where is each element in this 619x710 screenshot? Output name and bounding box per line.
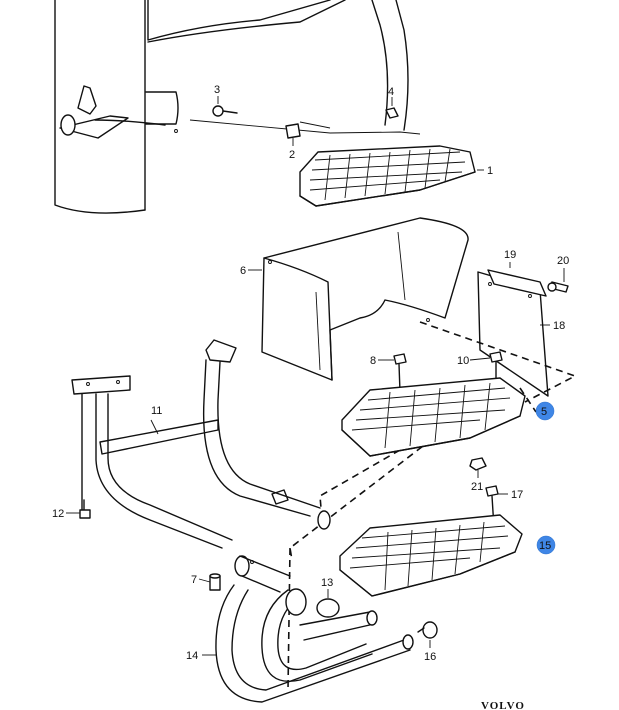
callout-1: 1 bbox=[487, 165, 493, 177]
callout-15-highlight[interactable] bbox=[536, 535, 556, 555]
bracket-19 bbox=[487, 269, 547, 297]
callout-12: 12 bbox=[52, 508, 64, 520]
callout-19: 19 bbox=[504, 249, 516, 261]
plug-7 bbox=[209, 573, 221, 591]
callout-8: 8 bbox=[370, 355, 376, 367]
volvo-logo: VOLVO bbox=[481, 700, 525, 710]
callout-2: 2 bbox=[289, 149, 295, 161]
callout-4: 4 bbox=[388, 86, 394, 98]
nut-4 bbox=[385, 107, 399, 119]
callout-15[interactable]: 15 bbox=[539, 540, 551, 552]
callout-7: 7 bbox=[191, 574, 197, 586]
bolt-10 bbox=[489, 351, 503, 381]
callout-16: 16 bbox=[424, 651, 436, 663]
bolt-12 bbox=[79, 499, 91, 519]
lower-step-15 bbox=[339, 514, 523, 597]
callout-10: 10 bbox=[457, 355, 469, 367]
callout-20: 20 bbox=[557, 255, 569, 267]
callout-5-highlight[interactable] bbox=[535, 401, 555, 421]
plug-16 bbox=[417, 621, 438, 639]
callout-6: 6 bbox=[240, 265, 246, 277]
leader-lines bbox=[66, 96, 565, 656]
callout-13: 13 bbox=[321, 577, 333, 589]
callout-17: 17 bbox=[511, 489, 523, 501]
middle-step-5 bbox=[341, 377, 526, 457]
cap-13 bbox=[316, 598, 340, 618]
callout-21: 21 bbox=[471, 481, 483, 493]
callout-14: 14 bbox=[186, 650, 198, 662]
callout-labels: 1 2 3 4 6 19 20 18 8 10 11 12 7 13 14 16… bbox=[52, 84, 569, 663]
nut-21 bbox=[469, 457, 487, 471]
callout-18: 18 bbox=[553, 320, 565, 332]
splash-shield-6 bbox=[261, 217, 469, 381]
callout-11: 11 bbox=[151, 405, 162, 417]
bolt-3 bbox=[212, 105, 238, 117]
clip-2 bbox=[285, 123, 301, 139]
callout-3: 3 bbox=[214, 84, 220, 96]
frame-tube-11 bbox=[71, 339, 331, 549]
bolt-20 bbox=[547, 281, 569, 293]
cab-body-outline bbox=[54, 0, 421, 214]
callout-5[interactable]: 5 bbox=[541, 406, 547, 418]
upper-step-1 bbox=[299, 145, 476, 207]
lower-frame-14 bbox=[215, 555, 414, 703]
